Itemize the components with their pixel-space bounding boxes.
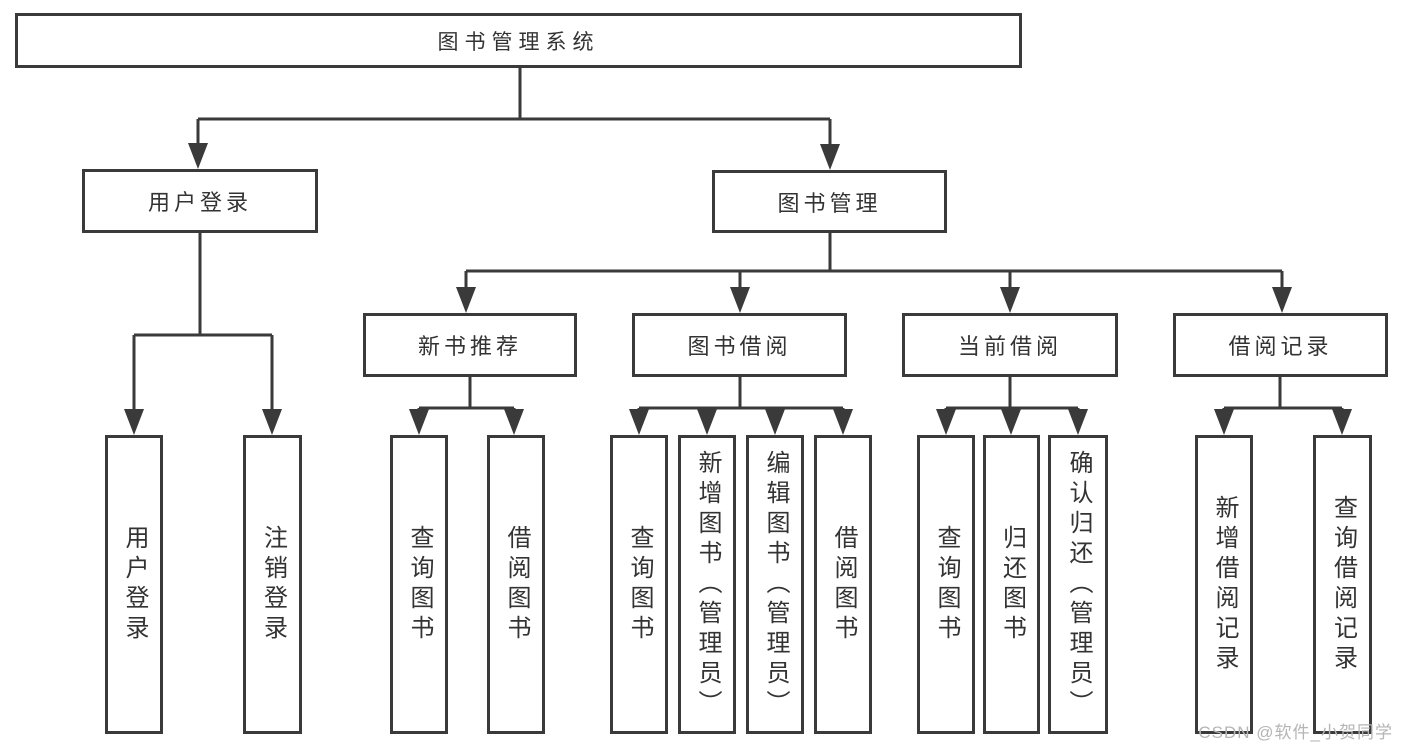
leaf-recommend-borrow-books-label: 借阅图书 <box>503 524 530 645</box>
leaf-recommend-borrow-books: 借阅图书 <box>487 435 545 734</box>
leaf-logout-label: 注销登录 <box>259 524 287 645</box>
leaf-borrow-borrow-books-label: 借阅图书 <box>830 524 857 645</box>
branch-user-login: 用户登录 <box>82 169 318 233</box>
leaf-current-query-books-label: 查询图书 <box>933 524 960 645</box>
leaf-current-confirm-return-admin-label: 确认归还（管理员） <box>1065 449 1092 720</box>
csdn-watermark: CSDN @软件_小贺同学 <box>1198 723 1393 742</box>
leaf-user-login: 用户登录 <box>105 435 163 734</box>
leaf-current-confirm-return-admin: 确认归还（管理员） <box>1048 435 1108 734</box>
leaf-borrow-query-books: 查询图书 <box>610 435 668 734</box>
leaf-borrow-add-books-admin-label: 新增图书（管理员） <box>694 449 721 720</box>
section-new-book-recommend: 新书推荐 <box>363 313 577 377</box>
leaf-recommend-query-books: 查询图书 <box>390 435 448 734</box>
leaf-user-login-label: 用户登录 <box>121 524 148 645</box>
leaf-logout: 注销登录 <box>243 435 302 734</box>
leaf-record-add-borrow-record-label: 新增借阅记录 <box>1211 494 1238 675</box>
leaf-record-query-borrow-record: 查询借阅记录 <box>1313 435 1372 734</box>
leaf-borrow-edit-books-admin: 编辑图书（管理员） <box>746 435 804 734</box>
arrowheads <box>124 143 1352 435</box>
leaf-borrow-borrow-books: 借阅图书 <box>814 435 872 734</box>
leaf-borrow-add-books-admin: 新增图书（管理员） <box>678 435 736 734</box>
section-borrow-record: 借阅记录 <box>1173 313 1388 377</box>
section-current-borrow: 当前借阅 <box>902 313 1118 377</box>
section-book-borrow: 图书借阅 <box>632 313 847 377</box>
leaf-current-return-books: 归还图书 <box>983 435 1040 734</box>
leaf-borrow-query-books-label: 查询图书 <box>626 524 653 645</box>
root-node-library-system: 图书管理系统 <box>15 13 1022 68</box>
leaf-current-return-books-label: 归还图书 <box>998 524 1026 645</box>
leaf-current-query-books: 查询图书 <box>917 435 975 734</box>
leaf-record-add-borrow-record: 新增借阅记录 <box>1195 435 1253 734</box>
leaf-borrow-edit-books-admin-label: 编辑图书（管理员） <box>762 449 789 720</box>
leaf-recommend-query-books-label: 查询图书 <box>406 524 433 645</box>
branch-book-management: 图书管理 <box>712 170 947 233</box>
leaf-record-query-borrow-record-label: 查询借阅记录 <box>1329 494 1357 675</box>
